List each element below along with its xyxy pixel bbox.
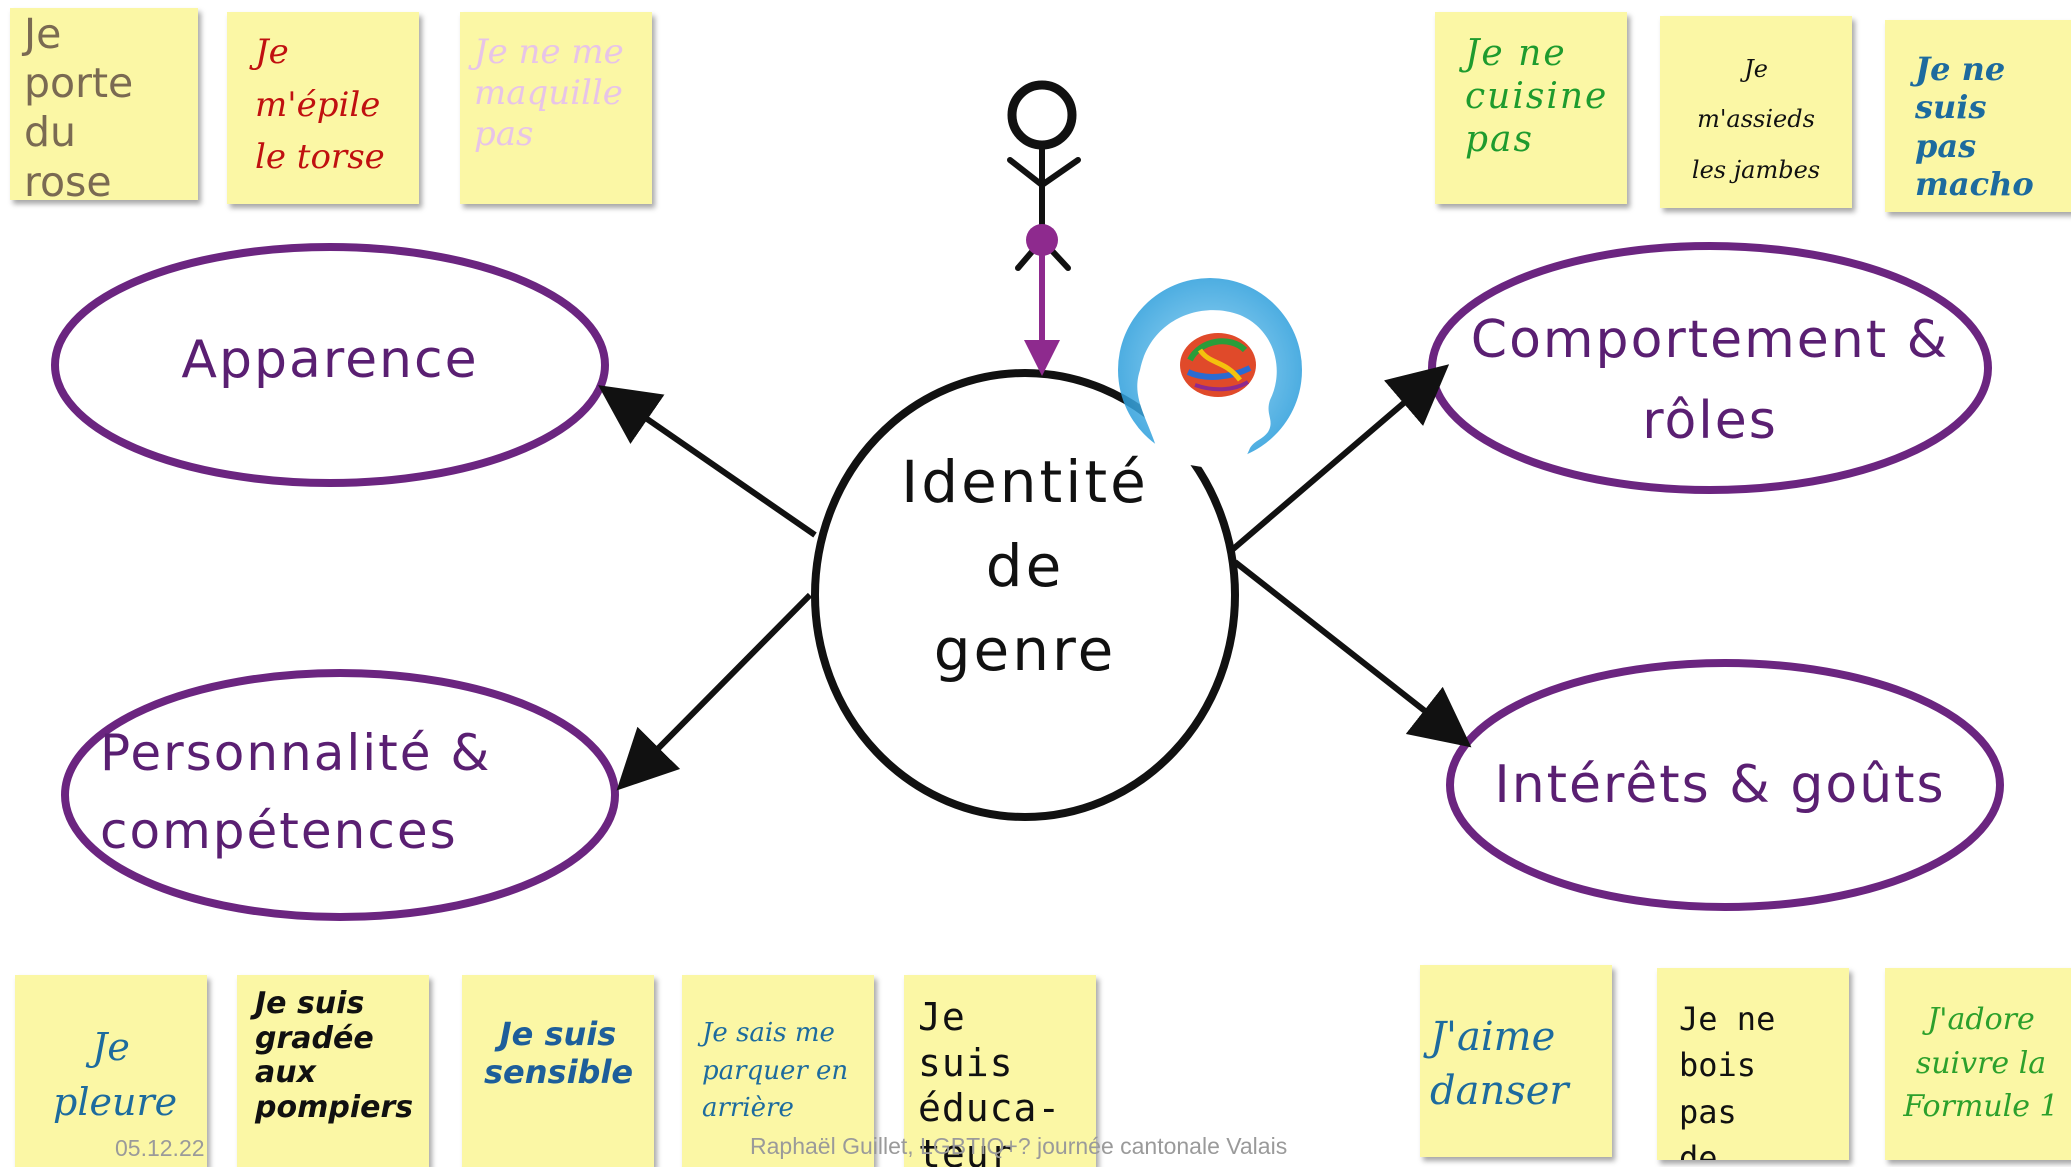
arrow-to-interets [1233, 559, 1472, 748]
sticky-note: Je ne me maquille pas [460, 12, 652, 204]
oval-personnalite [61, 669, 619, 921]
oval-interets [1446, 659, 2004, 911]
sticky-note: Je ne suis pas macho [1885, 20, 2071, 212]
footer-date: 05.12.22 [115, 1135, 205, 1161]
stick-figure-joint [1026, 224, 1058, 256]
sticky-note: J'adore suivre la Formule 1 [1885, 968, 2071, 1160]
footer-credit: Raphaël Guillet, LGBTIQ+? journée canton… [750, 1133, 1288, 1159]
sticky-note: Je pleure [15, 975, 207, 1167]
sticky-note: Je ne bois pas de bière [1657, 968, 1849, 1160]
sticky-note: Je suis éduca- teur [904, 975, 1096, 1167]
sticky-note: Je m'assieds les jambes écartées [1660, 16, 1852, 208]
arrow-to-apparence [598, 385, 817, 538]
category-personnalite: Personnalité & compétences [100, 724, 492, 860]
category-interets: Intérêts & goûts [1494, 755, 1946, 815]
arrow-to-comportement [1230, 364, 1450, 553]
sticky-note: Je suis gradée aux pompiers [237, 975, 429, 1167]
sticky-note: Je porte du rose [10, 8, 198, 200]
category-comportement: Comportement & rôles [1470, 310, 1950, 451]
category-apparence: Apparence [181, 330, 479, 390]
head-brain-icon [1118, 278, 1302, 470]
sticky-note: Je m'épile le torse [227, 12, 419, 204]
sticky-note: Je ne cuisine pas [1435, 12, 1627, 204]
center-label: Identité de genre [901, 448, 1149, 685]
sticky-note: Je sais me parquer en arrière [682, 975, 874, 1167]
sticky-note: Je suis sensible [462, 975, 654, 1167]
arrow-to-personnalite [616, 592, 813, 791]
sticky-note: J'aime danser [1420, 965, 1612, 1157]
oval-apparence [51, 243, 609, 487]
